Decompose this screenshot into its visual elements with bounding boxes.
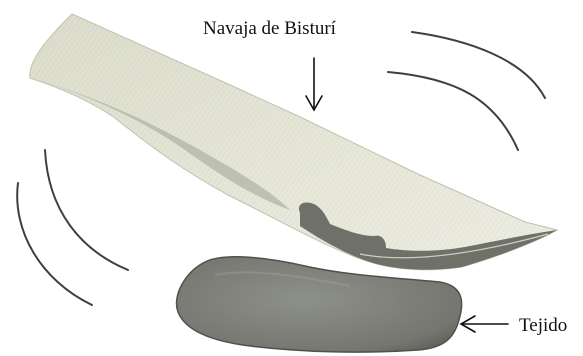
blade-texture bbox=[30, 14, 557, 270]
blade-label: Navaja de Bisturí bbox=[203, 18, 337, 39]
motion-lines-right bbox=[388, 32, 545, 150]
arrow-left-icon bbox=[461, 316, 508, 332]
motion-line bbox=[45, 150, 128, 270]
tissue bbox=[177, 257, 462, 352]
tissue-label: Tejido bbox=[519, 315, 567, 336]
arrow-down-icon bbox=[306, 58, 322, 110]
motion-lines-left bbox=[17, 150, 128, 305]
motion-line bbox=[388, 72, 518, 150]
motion-line bbox=[17, 183, 92, 305]
tissue-body bbox=[177, 257, 462, 352]
motion-line bbox=[412, 32, 545, 98]
scalpel-blade bbox=[30, 14, 557, 270]
